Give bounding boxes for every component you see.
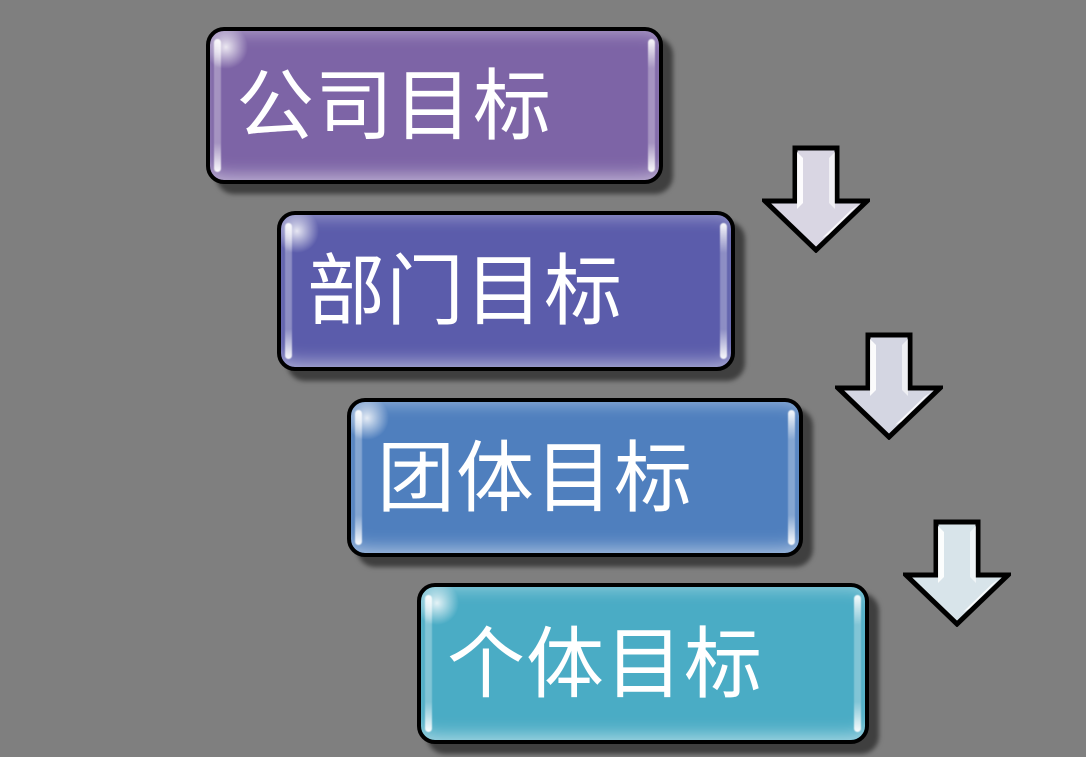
- goal-box-company: 公司目标: [206, 27, 663, 184]
- goal-box-company-label: 公司目标: [236, 61, 553, 150]
- goal-box-team: 团体目标: [347, 398, 803, 557]
- goal-box-team-label: 团体目标: [377, 433, 694, 522]
- down-arrow-icon-3: [903, 519, 1011, 627]
- down-arrow-icon-1: [762, 145, 870, 253]
- goal-box-department-label: 部门目标: [307, 247, 624, 335]
- goal-box-individual: 个体目标: [417, 583, 869, 744]
- down-arrow-icon-2: [835, 332, 943, 440]
- goal-box-department: 部门目标: [277, 211, 735, 371]
- goal-box-individual-label: 个体目标: [447, 619, 764, 708]
